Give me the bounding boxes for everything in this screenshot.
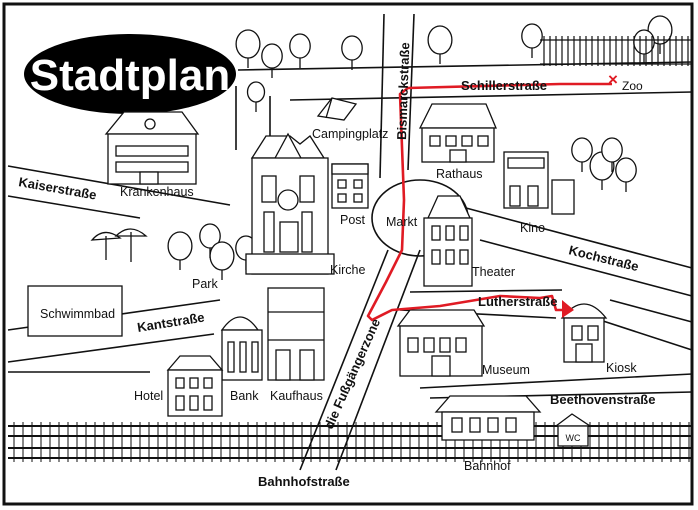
tree-icon bbox=[571, 137, 593, 172]
tree-icon bbox=[521, 23, 543, 58]
title-ellipse bbox=[24, 34, 236, 114]
place-label-theater: Theater bbox=[472, 265, 515, 279]
campingplatz-tent bbox=[316, 97, 358, 121]
tree-icon bbox=[427, 25, 453, 64]
tree-icon bbox=[289, 33, 311, 68]
tree-icon bbox=[601, 137, 623, 172]
route-line bbox=[366, 82, 612, 322]
hotel-building bbox=[166, 355, 224, 417]
kaufhaus-building bbox=[267, 287, 325, 381]
place-label-schwimmbad: Schwimmbad bbox=[40, 307, 115, 321]
schwimmbad-building bbox=[27, 285, 123, 337]
street-label-beethovenstrasse: Beethovenstraße bbox=[550, 392, 655, 407]
tree-icon bbox=[261, 43, 283, 78]
map-title-banner: Stadtplan bbox=[24, 34, 236, 114]
kirche-building bbox=[245, 132, 335, 275]
route: × bbox=[366, 70, 618, 322]
museum-building bbox=[396, 309, 486, 377]
street-label-bismarckstrasse: Bismarckstraße bbox=[394, 42, 412, 140]
tree-icon bbox=[341, 35, 363, 70]
place-label-zoo: Zoo bbox=[622, 79, 643, 93]
wc-label: WC bbox=[566, 433, 581, 443]
place-label-rathaus: Rathaus bbox=[436, 167, 483, 181]
theater-building bbox=[423, 195, 473, 287]
umbrellas bbox=[90, 228, 148, 262]
rathaus-building bbox=[418, 103, 497, 163]
zoo-fence bbox=[540, 36, 692, 66]
place-label-kirche: Kirche bbox=[330, 263, 365, 277]
place-label-bank: Bank bbox=[230, 389, 259, 403]
railway bbox=[8, 422, 692, 462]
place-label-markt: Markt bbox=[386, 215, 418, 229]
tree-icon bbox=[615, 157, 637, 192]
street-label-bahnhofstrasse: Bahnhofstraße bbox=[258, 474, 350, 489]
krankenhaus-building bbox=[104, 111, 200, 185]
kino-building bbox=[503, 151, 575, 215]
street-label-schillerstrasse: Schillerstraße bbox=[461, 78, 547, 93]
place-label-post: Post bbox=[340, 213, 366, 227]
place-label-bahnhof: Bahnhof bbox=[464, 459, 511, 473]
tree-icon bbox=[246, 81, 266, 112]
place-label-hotel: Hotel bbox=[134, 389, 163, 403]
place-label-campingplatz: Campingplatz bbox=[312, 127, 388, 141]
route-arrow bbox=[562, 300, 574, 318]
place-label-museum: Museum bbox=[482, 363, 530, 377]
tree-icon bbox=[167, 231, 193, 270]
place-label-park: Park bbox=[192, 277, 218, 291]
bahnhof-building bbox=[434, 395, 542, 441]
kiosk-building bbox=[560, 303, 608, 363]
tree-icon bbox=[647, 15, 673, 54]
tree-icon bbox=[235, 29, 261, 68]
destination-marker: × bbox=[608, 70, 618, 89]
trees bbox=[167, 15, 673, 280]
street-label-lutherstrasse: Lutherstraße bbox=[478, 294, 557, 309]
place-label-krankenhaus: Krankenhaus bbox=[120, 185, 194, 199]
tree-icon bbox=[209, 241, 235, 280]
bank-building bbox=[220, 316, 263, 381]
place-label-kino: Kino bbox=[520, 221, 545, 235]
map-title: Stadtplan bbox=[30, 51, 230, 100]
place-label-kaufhaus: Kaufhaus bbox=[270, 389, 323, 403]
place-label-kiosk: Kiosk bbox=[606, 361, 637, 375]
post-building bbox=[331, 163, 369, 209]
wc-building: WC bbox=[554, 413, 593, 447]
